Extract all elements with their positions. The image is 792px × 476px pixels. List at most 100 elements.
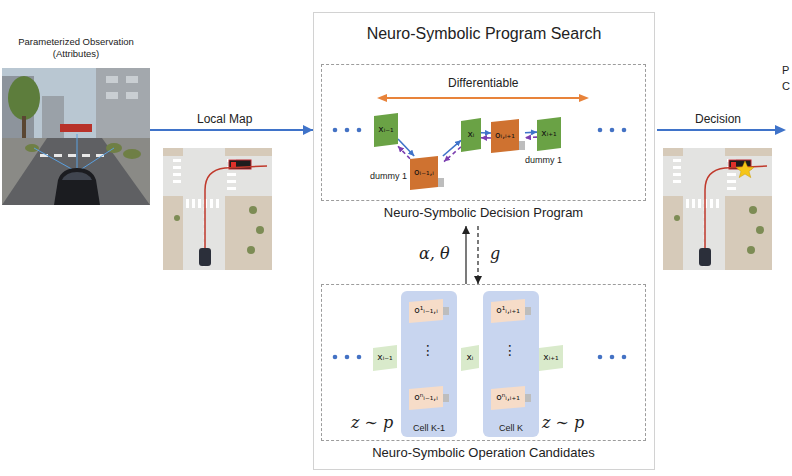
free-label: z ∼ p [542,413,584,432]
art-shape [622,355,627,360]
block-face [491,299,525,323]
cell-band: Cell K-1 o¹ᵢ₋₁,ᵢ oⁿᵢ₋₁,ᵢ [401,291,457,437]
art-shape [2,68,150,205]
art-shape [106,92,118,99]
art-shape [345,355,350,360]
art-shape [610,355,615,360]
region-caption: Neuro-Symbolic Decision Program [321,205,646,220]
art-shape [657,129,776,131]
art-shape [2,138,150,205]
edge-label: α, θ [417,244,452,263]
block-label: xᵢ₋₁ [378,125,393,135]
operation-block: xᵢ [461,118,481,152]
edge-label: Local Map [195,112,254,126]
operation-block: o¹ᵢ₋₁,ᵢ [409,299,449,323]
block-label: oᵢ,ᵢ₊₁ [495,131,515,141]
block-face [461,345,479,371]
observation-node: Parameterized Observation (Attributes) [2,34,150,206]
art-shape [377,94,387,102]
region-caption: Neuro-Symbolic Operation Candidates [321,445,646,460]
block-face [410,156,438,190]
block-tab [525,394,531,402]
art-shape [610,128,615,133]
connector [398,146,410,159]
connector [481,137,491,139]
block-label: o¹ᵢ,ᵢ₊₁ [496,306,520,316]
operation-block: oᵢ₋₁,ᵢ [410,156,444,190]
block-label: oⁿᵢ₋₁,ᵢ [414,393,438,403]
decision-star [736,161,754,178]
art-shape [775,125,786,135]
art-shape [106,76,118,83]
block-label: xᵢ₊₁ [541,129,556,139]
art-shape [579,94,589,102]
block-label: o¹ᵢ₋₁,ᵢ [414,306,438,316]
art-shape [126,92,138,99]
connector [477,226,478,284]
block-label: xᵢ₊₁ [543,353,558,363]
connector [465,226,466,284]
art-shape [333,128,338,133]
differentiable-arrow [377,94,589,102]
art-shape [357,128,362,133]
free-label: dummy 1 [370,171,407,181]
art-shape [126,76,138,83]
free-label: P [782,64,789,76]
operation-block: xᵢ₊₁ [539,345,563,371]
cell-name: Cell K-1 [401,423,457,433]
panel-title: Neuro-Symbolic Program Search [314,25,654,43]
free-label: ⋮ [503,342,517,358]
free-label: Differentiable [448,76,519,90]
art-shape [54,168,100,205]
block-tab [519,141,525,150]
block-face [373,345,397,371]
art-shape [77,134,78,172]
free-label: C [782,80,790,92]
block-face [461,118,481,152]
observation-photo [2,68,150,205]
art-shape [22,116,26,138]
connector [525,131,537,133]
block-face [539,345,563,371]
continuation-dots [333,128,627,360]
operation-block: oⁿᵢ,ᵢ₊₁ [491,386,531,410]
local-map-left [163,148,272,270]
art-shape [598,128,603,133]
art-shape [598,355,603,360]
art-shape [8,76,40,120]
art-shape [386,97,580,99]
free-label: ⋮ [421,342,435,358]
block-face [409,299,443,323]
operation-block: xᵢ [461,345,479,371]
art-shape [54,154,62,157]
art-shape [2,138,150,205]
art-shape [34,134,114,172]
block-face [491,119,519,153]
art-shape [622,128,627,133]
art-shape [62,172,92,180]
operation-block: xᵢ₋₁ [373,345,397,371]
art-shape [333,355,338,360]
operation-block: xᵢ₊₁ [537,117,561,151]
operation-block: oⁿᵢ₋₁,ᵢ [409,386,449,410]
block-label: xᵢ [468,130,475,140]
art-shape [357,355,362,360]
connector [443,140,461,156]
art-shape [60,124,92,132]
connector [398,139,414,156]
block-tab [443,307,449,315]
connector [525,136,537,138]
block-tab [525,307,531,315]
cell-name: Cell K [483,423,539,433]
block-label: xᵢ [467,353,474,363]
connector [444,147,461,162]
block-label: xᵢ₋₁ [377,353,392,363]
block-label: oⁿᵢ,ᵢ₊₁ [496,393,520,403]
block-face [374,113,398,147]
free-label: dummy 1 [525,155,562,165]
art-shape [345,128,350,133]
block-face [409,386,443,410]
operation-block: xᵢ₋₁ [374,113,398,147]
